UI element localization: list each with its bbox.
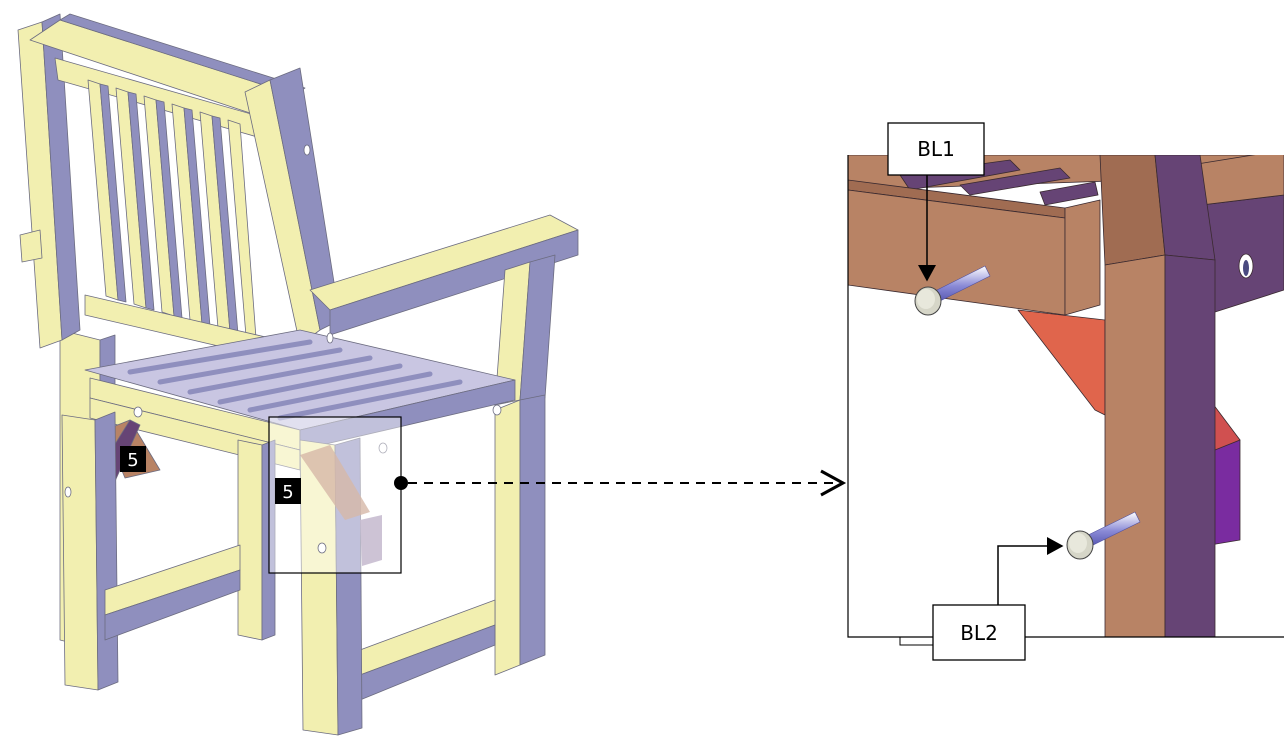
detail-connector xyxy=(394,469,847,497)
callout-bl2: BL2 xyxy=(932,537,1064,661)
callout-bl1-label: BL1 xyxy=(917,137,955,161)
part-marker-1: 5 xyxy=(120,446,146,472)
callout-bl2-label: BL2 xyxy=(960,621,998,645)
back-slats xyxy=(87,79,257,339)
callout-bl1: BL1 xyxy=(887,122,985,282)
bolt-bl2 xyxy=(1066,511,1141,560)
bolt-bl1 xyxy=(914,265,991,316)
seat-slats xyxy=(127,339,463,421)
part-marker-2: 5 xyxy=(275,478,301,504)
detail-view: BL1 BL2 xyxy=(847,122,1284,661)
part-marker-text: 5 xyxy=(282,482,293,503)
part-marker-text: 5 xyxy=(127,450,138,471)
chair-view xyxy=(17,13,579,736)
